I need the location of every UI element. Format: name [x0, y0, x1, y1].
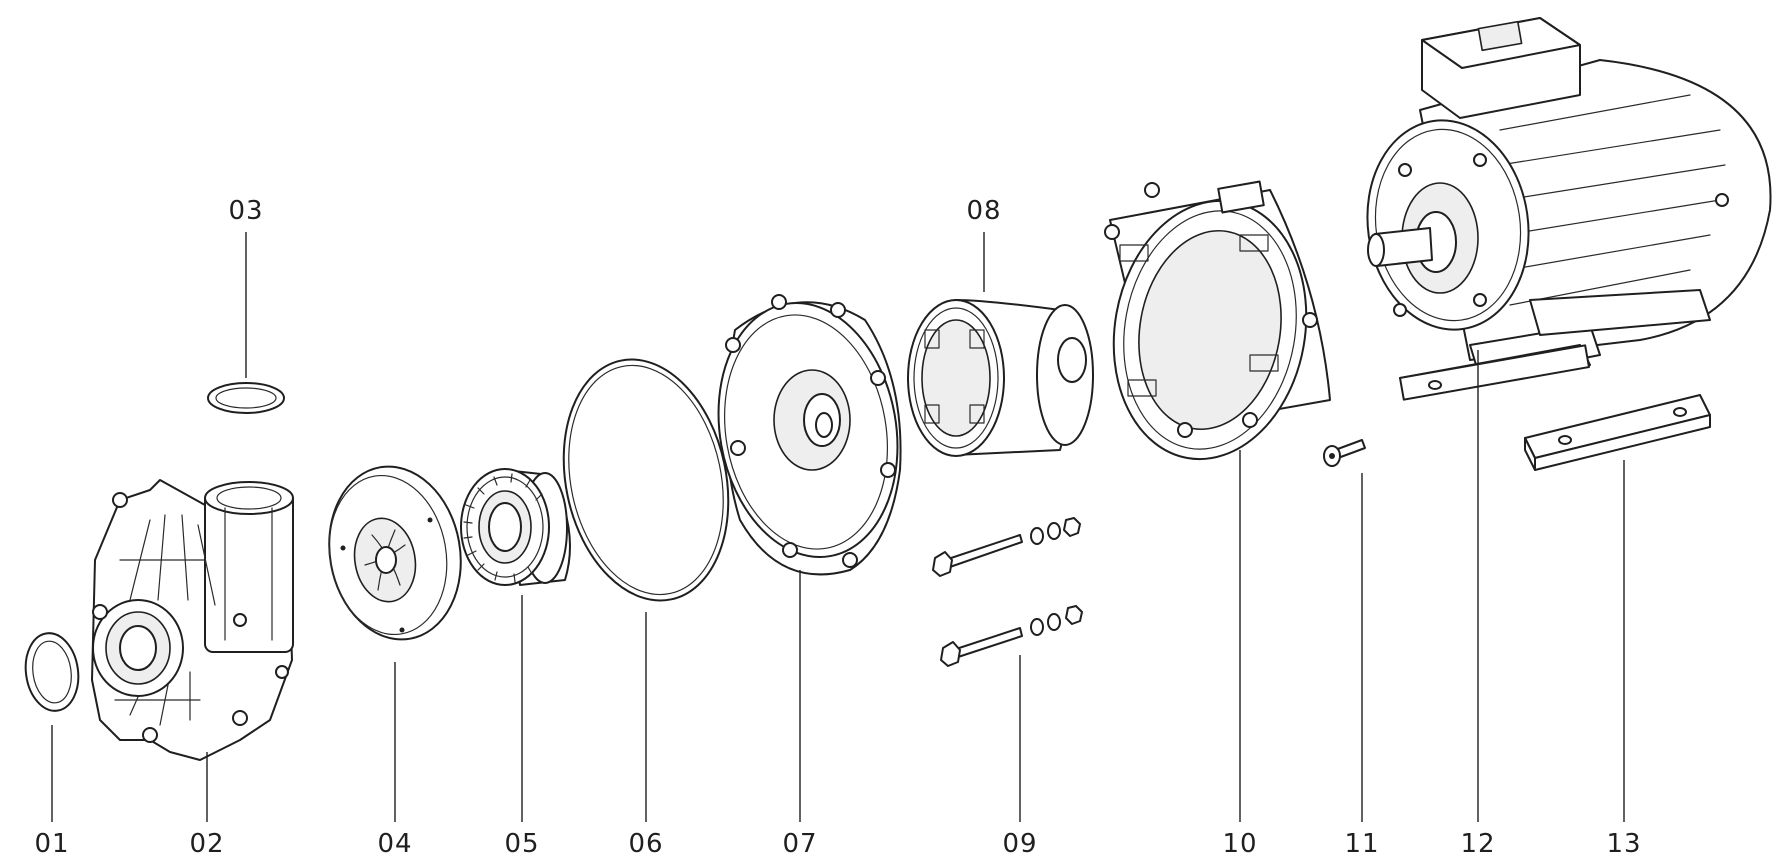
part-02-pump-housing: [91, 479, 294, 761]
part-01-o-ring: [24, 632, 80, 712]
leader-lines: [51, 232, 1625, 822]
part-13-base-spacer: [1524, 394, 1711, 471]
part-10-adaptor-lantern: [1104, 180, 1331, 461]
callout-02: 02: [189, 829, 224, 856]
part-07-rear-cover: [717, 294, 902, 576]
part-11-screw: [1323, 439, 1366, 467]
part-12-electric-motor: [1366, 17, 1772, 401]
callout-03: 03: [228, 196, 263, 226]
callout-01: 01: [34, 829, 69, 856]
callout-05: 05: [504, 829, 539, 856]
part-06-gasket-ring: [562, 358, 730, 602]
callout-labels: 01 02 03 04 05 06 07 08 09 10 11 12 13: [34, 196, 1641, 856]
callout-09: 09: [1002, 829, 1037, 856]
bolt-upper: [932, 517, 1081, 577]
callout-04: 04: [377, 829, 412, 856]
part-09-bolt-set: [932, 517, 1083, 667]
part-03-o-ring: [207, 382, 285, 414]
callout-07: 07: [782, 829, 817, 856]
part-05-magnet-carrier: [460, 468, 571, 586]
callout-13: 13: [1606, 829, 1641, 856]
cover-bolt-lugs: [725, 294, 896, 568]
part-08-drive-magnet: [907, 299, 1094, 457]
bolt-lower: [940, 605, 1083, 667]
callout-11: 11: [1344, 829, 1379, 856]
carrier-teeth: [463, 473, 543, 583]
callout-08: 08: [966, 196, 1001, 226]
part-04-impeller: [328, 465, 462, 641]
callout-06: 06: [628, 829, 663, 856]
callout-10: 10: [1222, 829, 1257, 856]
callout-12: 12: [1460, 829, 1495, 856]
